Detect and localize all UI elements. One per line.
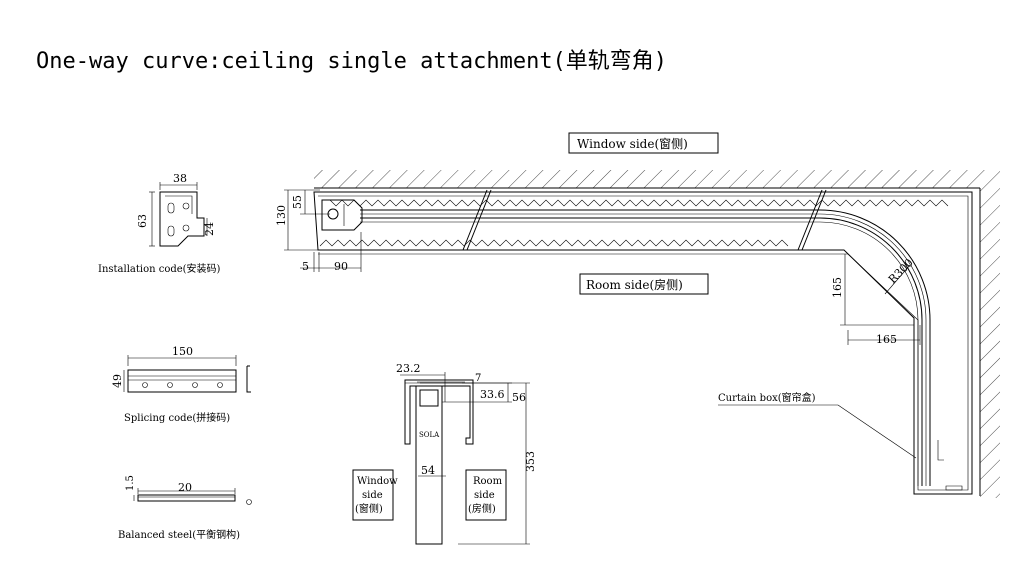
dim-splice-width: 150: [172, 345, 193, 358]
room-side-box: [579, 273, 709, 295]
section-window-line-3: (窗侧): [355, 502, 383, 515]
window-side-box: [568, 132, 719, 154]
dim-plan-130: 130: [275, 205, 288, 226]
dim-install-width: 38: [173, 172, 187, 185]
label-splicing-code: Splicing code(拼接码): [124, 411, 230, 424]
dim-sec-33-6: 33.6: [480, 388, 505, 401]
label-curtain-box: Curtain box(窗帘盒): [718, 391, 816, 404]
label-window-side: Window side(窗侧): [577, 137, 688, 151]
dim-sec-7: 7: [475, 373, 481, 384]
dim-corner-165-h: 165: [876, 333, 897, 346]
dim-install-height: 63: [136, 214, 149, 228]
section-room-line-3: (房侧): [468, 502, 496, 515]
section-window-line-2: side: [362, 490, 383, 501]
dim-steel-width: 20: [178, 481, 192, 494]
section-window-line-1: Window: [357, 476, 398, 487]
section-room-box: [465, 469, 507, 521]
label-balanced-steel: Balanced steel(平衡钢构): [118, 528, 240, 541]
plan-view: [284, 170, 1000, 498]
dim-sec-23-2: 23.2: [396, 362, 421, 375]
label-installation-code: Installation code(安装码): [98, 262, 221, 275]
section-room-line-2: side: [474, 490, 495, 501]
dim-plan-55: 55: [291, 195, 304, 209]
dim-corner-165-v: 165: [831, 277, 844, 298]
dim-splice-height: 49: [111, 374, 124, 388]
splicing-code-figure: 150 49: [111, 345, 251, 393]
brand-label: SOLA: [419, 431, 440, 439]
dim-radius: R300: [886, 256, 916, 286]
dim-steel-height: 1.5: [125, 475, 136, 491]
page-title: One-way curve:ceiling single attachment(…: [36, 49, 667, 74]
section-room-line-1: Room: [473, 476, 503, 487]
dim-plan-5: 5: [302, 260, 309, 273]
balanced-steel-figure: 20 1.5: [125, 475, 252, 505]
dim-sec-56: 56: [512, 391, 526, 404]
label-room-side: Room side(房侧): [586, 277, 683, 292]
section-view: [352, 372, 530, 545]
dim-plan-90: 90: [334, 260, 348, 273]
section-window-box: [352, 469, 394, 521]
dim-install-small: 24: [203, 222, 216, 236]
dim-sec-353: 353: [524, 451, 537, 472]
installation-code-figure: 38 63 24: [136, 172, 216, 247]
dim-sec-54: 54: [421, 464, 435, 477]
